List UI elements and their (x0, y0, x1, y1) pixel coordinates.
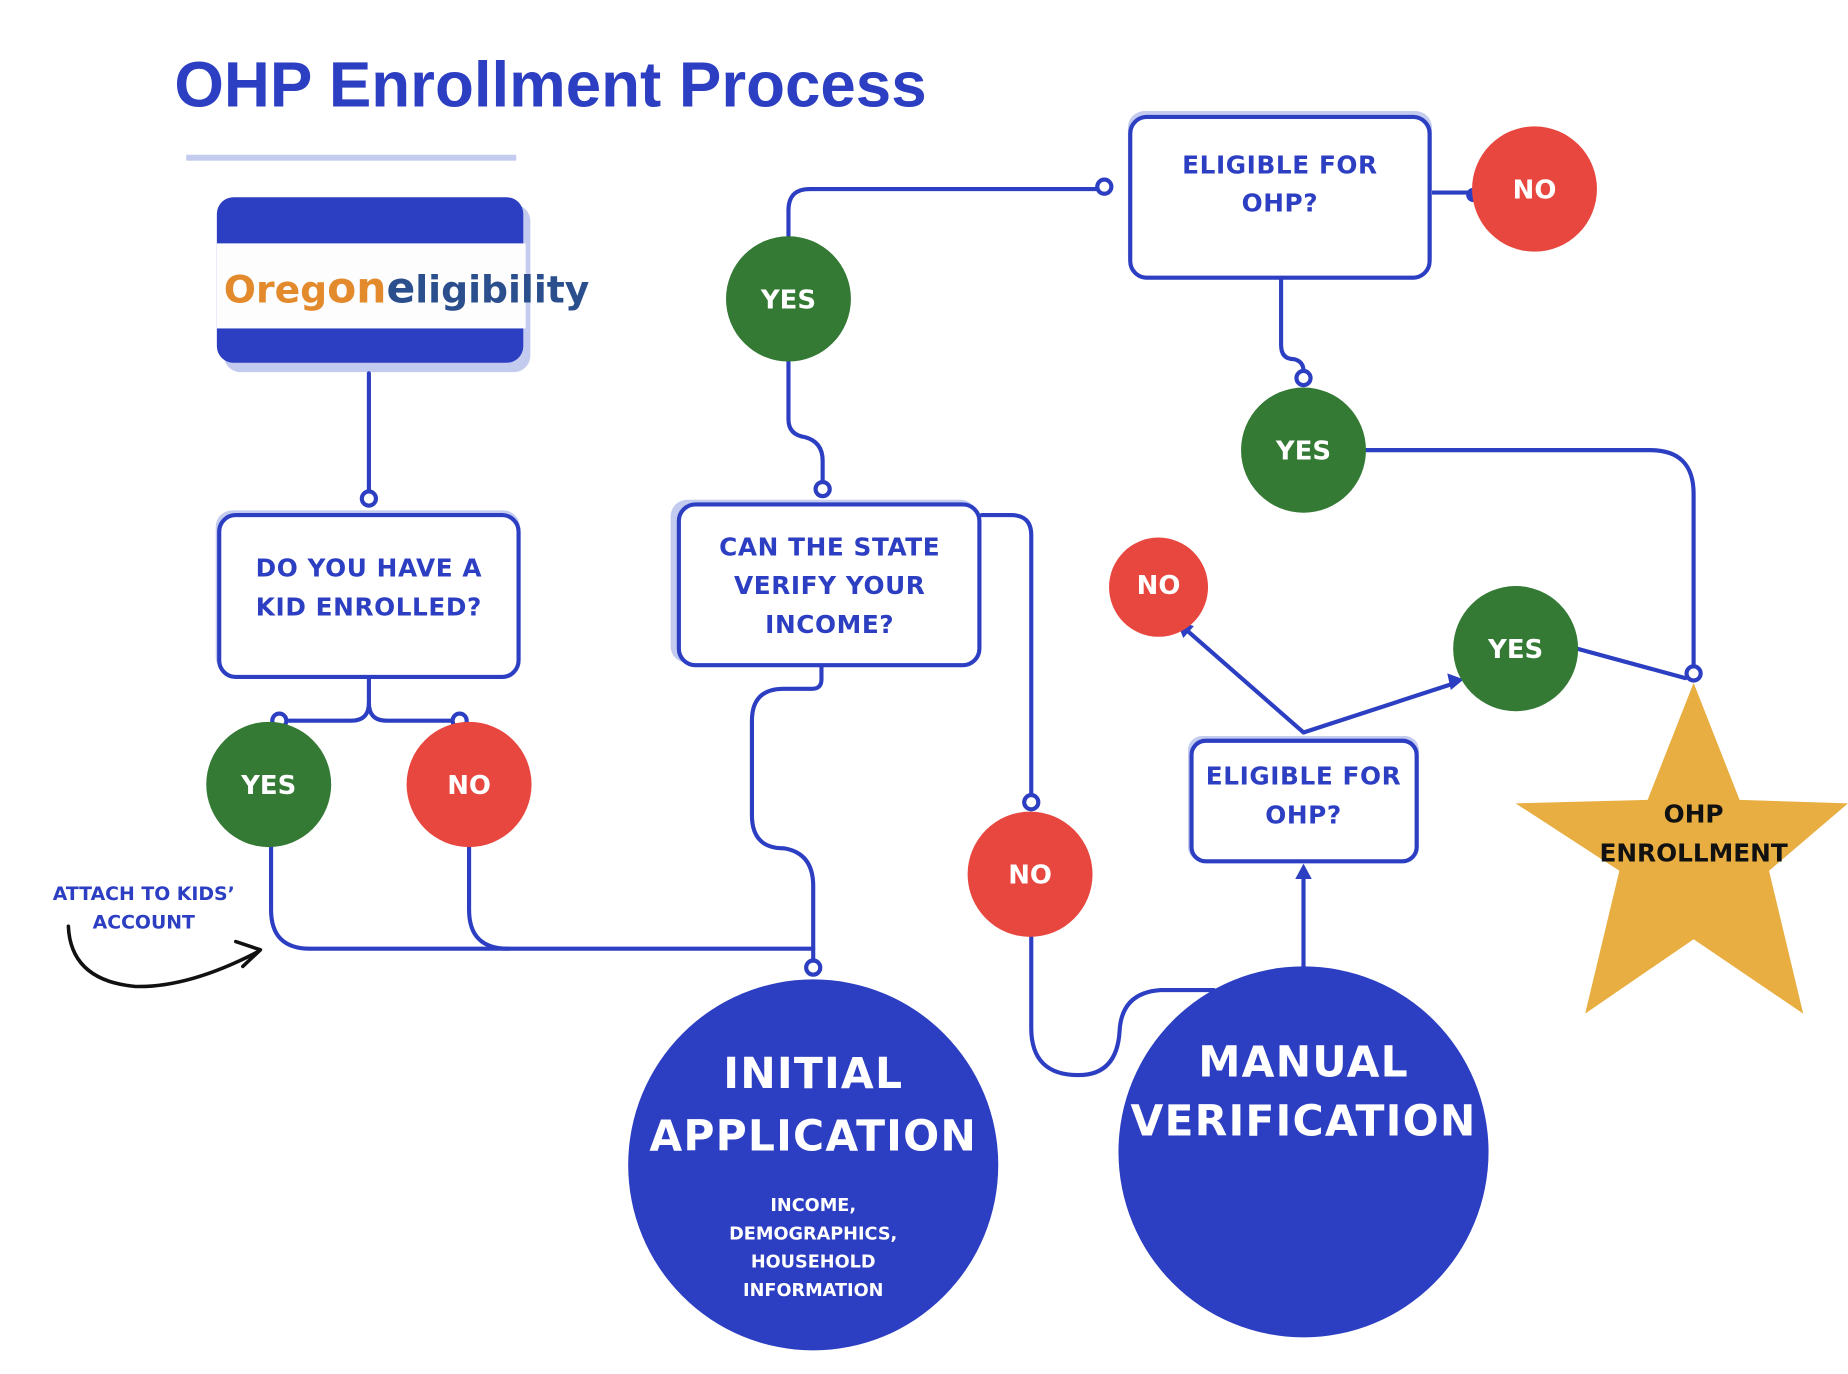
knob (359, 489, 379, 508)
process-title: MANUAL (1198, 1038, 1409, 1087)
question-text: ELIGIBLE FOR (1182, 151, 1378, 180)
connector-kid-no-to-application (467, 843, 511, 951)
verify-yes-node[interactable]: YES (726, 236, 851, 362)
connector-top-yes-to-enrollment (1362, 448, 1696, 671)
knob (1294, 368, 1313, 388)
oregon-one-eligibility-logo: Oregoneligibility (216, 197, 589, 373)
no-label: NO (1137, 571, 1181, 601)
eligible-top-yes-node[interactable]: YES (1241, 387, 1366, 513)
eligible-manual-yes-node[interactable]: YES (1453, 585, 1579, 712)
star-shape (1515, 682, 1848, 1014)
process-detail: INCOME, (770, 1196, 856, 1216)
arrowhead-to-yes (1447, 673, 1464, 690)
no-circle (1109, 537, 1209, 637)
no-label: NO (1008, 861, 1052, 891)
question-kid-enrolled[interactable]: DO YOU HAVE A KID ENROLLED? (215, 510, 521, 680)
process-detail: HOUSEHOLD (751, 1253, 876, 1273)
question-text: ELIGIBLE FOR (1206, 761, 1402, 790)
page-title: OHP Enrollment Process (174, 48, 926, 120)
question-box (217, 513, 521, 680)
yes-circle (1453, 585, 1579, 712)
initial-application-node[interactable]: INITIAL APPLICATION INCOME, DEMOGRAPHICS… (628, 979, 999, 1351)
kid-no-node[interactable]: NO (406, 721, 532, 848)
no-label: NO (1513, 175, 1557, 205)
question-box (1128, 114, 1432, 280)
ohp-enrollment-node[interactable]: OHP ENROLLMENT (1515, 682, 1848, 1014)
knob (813, 479, 832, 499)
connector-application-to-verify (749, 663, 824, 969)
yes-label: YES (760, 285, 816, 315)
annotation-text: ACCOUNT (93, 912, 195, 934)
knob (1095, 177, 1114, 196)
connector-eligible-to-yes (1279, 276, 1306, 374)
connectors (269, 186, 1696, 1078)
process-title: INITIAL (723, 1050, 903, 1099)
yes-label: YES (1487, 635, 1543, 665)
process-detail: DEMOGRAPHICS, (729, 1224, 897, 1244)
question-text: OHP? (1265, 800, 1342, 829)
no-label: NO (447, 771, 491, 801)
connector-eligible-manual-to-no (1180, 624, 1306, 735)
no-circle (1472, 126, 1597, 252)
kid-yes-node[interactable]: YES (206, 721, 332, 848)
knob (1022, 793, 1041, 812)
yes-label: YES (240, 771, 296, 801)
connector-no-to-manual (1029, 933, 1216, 1078)
verify-no-node[interactable]: NO (967, 811, 1093, 937)
connector-verify-to-no (979, 513, 1034, 804)
yes-circle (206, 721, 332, 848)
process-circle (1118, 966, 1489, 1338)
logo-text: Oregoneligibility (224, 264, 589, 313)
connector-verify-yes-to-eligible (786, 186, 1107, 239)
arrowhead-up (1295, 863, 1312, 879)
yes-circle (1241, 387, 1366, 513)
annotation-text: ATTACH TO KIDS’ (53, 883, 235, 905)
question-verify-income[interactable]: CAN THE STATE VERIFY YOUR INCOME? (670, 499, 982, 668)
connector-verify-yes-to-box (786, 359, 825, 489)
yes-circle (726, 236, 851, 362)
arrowhead-icon (233, 939, 263, 969)
enrollment-label: OHP (1664, 799, 1724, 828)
process-detail: INFORMATION (743, 1281, 883, 1301)
connector-kid-to-no (366, 700, 462, 723)
question-box (1189, 738, 1419, 864)
no-circle (967, 811, 1093, 937)
process-title: APPLICATION (649, 1113, 977, 1162)
connector-eligible-manual-to-yes (1301, 680, 1458, 735)
question-text: INCOME? (765, 610, 894, 639)
connector-knobs (270, 177, 1703, 977)
question-text: DO YOU HAVE A (256, 554, 483, 583)
eligible-manual-no-node[interactable]: NO (1109, 537, 1209, 637)
process-title: VERIFICATION (1130, 1097, 1476, 1146)
no-circle (406, 721, 532, 848)
question-text: KID ENROLLED? (256, 592, 482, 621)
connector-kid-yes-to-application (269, 843, 816, 951)
connector-kid-to-yes (277, 674, 371, 723)
question-text: VERIFY YOUR (734, 571, 925, 600)
attach-kids-account-note: ATTACH TO KIDS’ ACCOUNT (53, 883, 263, 989)
question-text: CAN THE STATE (719, 532, 940, 561)
enrollment-label: ENROLLMENT (1599, 838, 1787, 867)
connector-manual-yes-to-enrollment (1574, 646, 1688, 681)
knob (804, 958, 823, 977)
question-box (676, 502, 982, 668)
title-underline (186, 154, 517, 161)
question-eligible-manual[interactable]: ELIGIBLE FOR OHP? (1188, 736, 1419, 864)
question-text: OHP? (1242, 188, 1319, 217)
yes-label: YES (1275, 437, 1331, 467)
knob (1684, 664, 1703, 683)
manual-verification-node[interactable]: MANUAL VERIFICATION (1118, 966, 1489, 1338)
eligible-top-no-node[interactable]: NO (1472, 126, 1597, 252)
logo-band (216, 243, 526, 329)
curved-arrow-icon (66, 924, 259, 989)
question-eligible-top[interactable]: ELIGIBLE FOR OHP? (1127, 111, 1432, 280)
process-circle (628, 979, 999, 1351)
